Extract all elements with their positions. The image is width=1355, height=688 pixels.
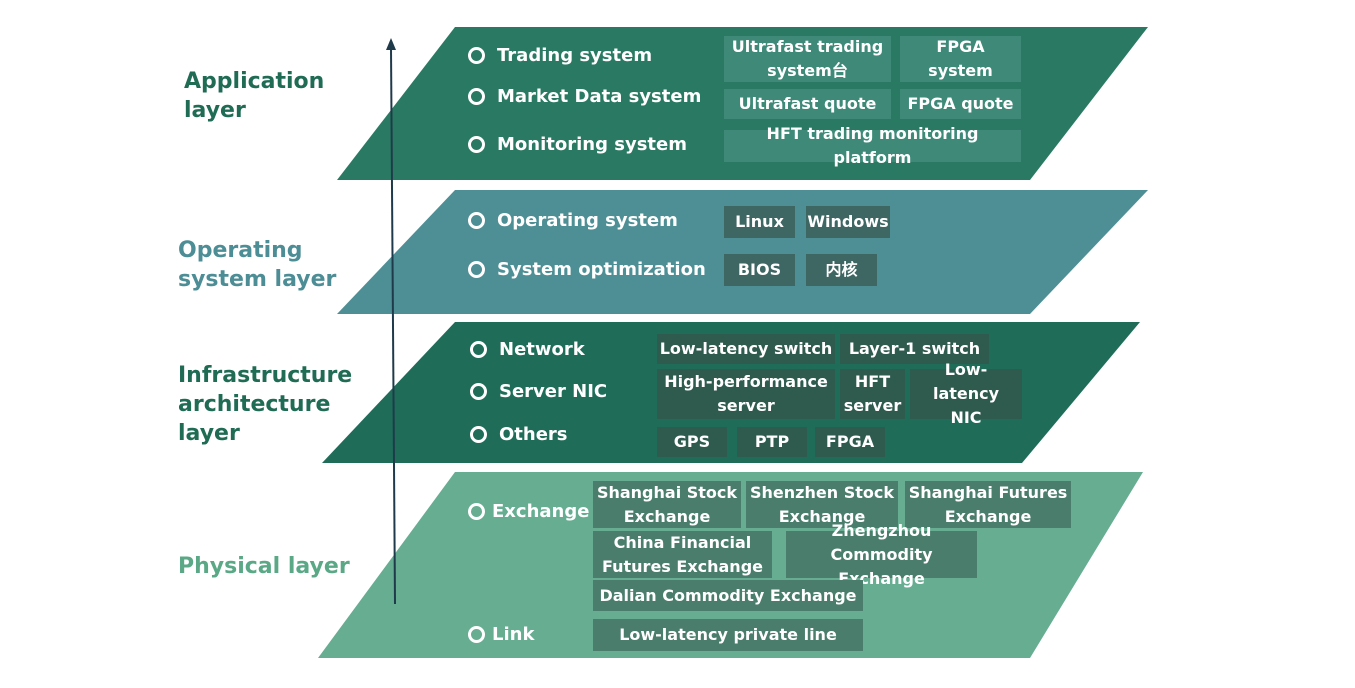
physical-box: China Financial Futures Exchange [593,531,772,578]
physical-item: Exchange [468,501,589,522]
operating-item: System optimization [468,259,706,280]
infrastructure-box: PTP [737,427,807,457]
infrastructure-box: GPS [657,427,727,457]
physical-box: Dalian Commodity Exchange [593,580,863,611]
operating-box: Windows [806,206,890,238]
bullet-ring-icon [468,47,485,64]
physical-box: Zhengzhou Commodity Exchange [786,521,977,588]
infrastructure-box: Low-latency switch [657,334,835,364]
bullet-ring-icon [468,261,485,278]
physical-box: Shanghai Futures Exchange [905,481,1071,528]
operating-layer-plane [337,190,1148,314]
bullet-ring-icon [468,88,485,105]
operating-layer-label: Operating system layer [178,238,337,292]
infrastructure-box: Layer-1 switch [840,334,989,364]
application-item: Trading system [468,45,652,66]
infrastructure-box: HFT server [840,369,905,419]
item-label: Trading system [497,45,653,66]
application-box: FPGA system [900,36,1021,82]
application-item: Market Data system [468,86,701,107]
infrastructure-box: Low-latency NIC [910,360,1022,427]
operating-box: 内核 [806,254,877,286]
bullet-ring-icon [468,136,485,153]
application-box: Ultrafast quote [724,89,891,119]
bullet-ring-icon [468,626,485,643]
bullet-ring-icon [470,383,487,400]
physical-item: Link [468,624,534,645]
infrastructure-box: High-performance server [657,369,835,419]
application-item: Monitoring system [468,134,687,155]
item-label: Others [499,424,568,445]
operating-item: Operating system [468,210,678,231]
bullet-ring-icon [468,212,485,229]
physical-box: Low-latency private line [593,619,863,651]
physical-box: Shanghai Stock Exchange [593,481,741,528]
infrastructure-item: Server NIC [470,381,607,402]
infrastructure-item: Network [470,339,585,360]
item-label: Exchange [492,501,590,522]
infrastructure-layer-label: Infrastructure architecture layer [178,363,353,446]
item-label: Monitoring system [497,134,687,155]
application-box: HFT trading monitoring platform [724,124,1021,167]
application-box: FPGA quote [900,89,1021,119]
item-label: Server NIC [499,381,608,402]
physical-layer-label: Physical layer [178,554,350,579]
infrastructure-box: FPGA [815,427,885,457]
item-label: Link [492,624,535,645]
item-label: Operating system [497,210,678,231]
operating-box: Linux [724,206,795,238]
bullet-ring-icon [468,503,485,520]
physical-box: Shenzhen Stock Exchange [746,481,898,528]
application-layer-label: Application layer [184,69,325,123]
bullet-ring-icon [470,341,487,358]
application-box: Ultrafast trading system台 [724,36,891,82]
item-label: Network [499,339,585,360]
operating-box: BIOS [724,254,795,286]
item-label: Market Data system [497,86,702,107]
bullet-ring-icon [470,426,487,443]
infrastructure-item: Others [470,424,568,445]
item-label: System optimization [497,259,706,280]
